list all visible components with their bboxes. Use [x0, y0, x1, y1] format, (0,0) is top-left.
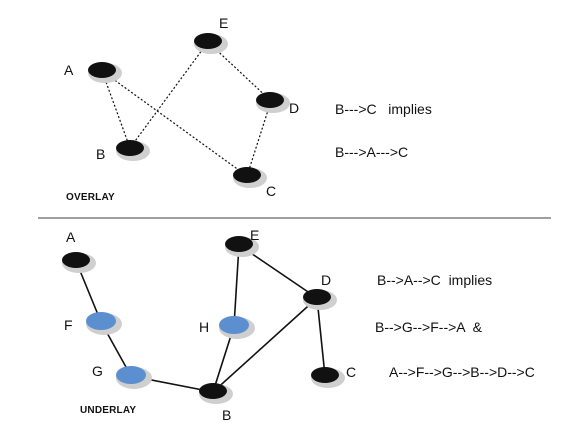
overlay-edge-a-b — [101, 70, 131, 149]
overlay-node-a — [88, 62, 122, 83]
overlay-label-b: B — [96, 146, 105, 162]
overlay-edge-e-b — [129, 41, 209, 149]
overlay-label-e: E — [219, 15, 228, 31]
underlay-edge-d-c — [316, 297, 326, 377]
underlay-node-c — [311, 367, 345, 388]
overlay-edge-a-c — [101, 70, 248, 177]
overlay-node-e — [194, 33, 228, 54]
underlay-label-a: A — [66, 229, 76, 245]
underlay-edge-h-e — [233, 244, 240, 327]
overlay-implication-2: B--->A--->C — [335, 144, 408, 160]
underlay-node-a — [62, 252, 96, 273]
overlay-title: OVERLAY — [66, 192, 115, 203]
overlay-implication-1: B--->C implies — [335, 101, 432, 117]
overlay-label-a: A — [64, 62, 74, 78]
underlay-node-d — [303, 289, 337, 310]
underlay-node-h — [219, 316, 255, 339]
underlay-label-d: D — [321, 272, 331, 288]
underlay-label-b: B — [222, 407, 231, 423]
underlay-node-b — [199, 383, 233, 404]
underlay-label-g: G — [92, 363, 103, 379]
overlay-graph: A E D B C OVERLAY — [64, 15, 299, 203]
underlay-node-g — [116, 366, 152, 389]
overlay-node-c — [233, 167, 267, 188]
underlay-graph: A F G B H E D C UNDERLAY — [62, 227, 356, 423]
underlay-implication-3: A-->F-->G-->B-->D-->C — [389, 364, 535, 380]
underlay-label-e: E — [250, 227, 259, 243]
underlay-title: UNDERLAY — [80, 405, 136, 416]
overlay-edge-d-c — [246, 100, 272, 177]
overlay-node-b — [116, 140, 150, 161]
underlay-implication-2: B-->G-->F-->A & — [375, 319, 483, 335]
underlay-node-f — [86, 312, 122, 335]
overlay-node-d — [256, 92, 290, 113]
underlay-label-f: F — [64, 317, 73, 333]
underlay-implication-1: B-->A-->C implies — [377, 272, 492, 288]
underlay-label-c: C — [346, 364, 356, 380]
underlay-node-e — [225, 236, 259, 257]
overlay-label-d: D — [289, 100, 299, 116]
overlay-label-c: C — [266, 183, 276, 199]
underlay-label-h: H — [199, 319, 209, 335]
underlay-edge-b-d — [212, 297, 318, 393]
